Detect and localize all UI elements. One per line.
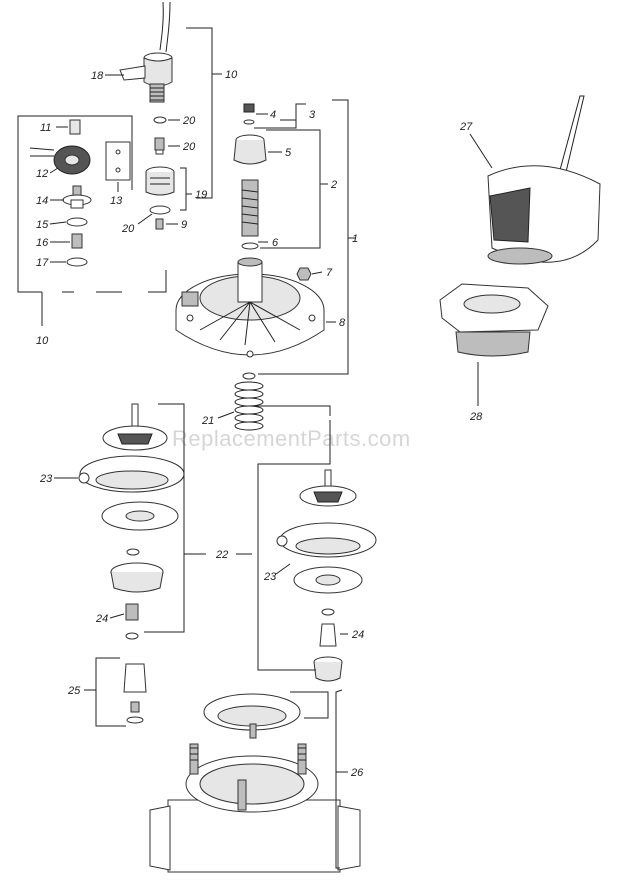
callout-27: 27 bbox=[459, 121, 473, 133]
part-14-plunger-base bbox=[62, 185, 92, 209]
callout-20-c: 20 bbox=[121, 223, 135, 235]
watermark-text: ReplacementParts.com bbox=[172, 426, 411, 451]
callout-8: 8 bbox=[339, 317, 346, 329]
callout-26: 26 bbox=[350, 767, 364, 779]
callout-13: 13 bbox=[110, 195, 123, 207]
callout-23-left: 23 bbox=[39, 473, 53, 485]
part-20-o-ring-lower bbox=[149, 205, 171, 215]
part-11-cap bbox=[69, 119, 81, 135]
callout-5: 5 bbox=[285, 147, 292, 159]
part-26-valve-body bbox=[149, 693, 361, 873]
callout-10-top: 10 bbox=[225, 69, 238, 81]
callout-20-b: 20 bbox=[182, 141, 196, 153]
part-13-bracket bbox=[105, 141, 131, 181]
callout-10-left: 10 bbox=[36, 335, 49, 347]
callout-14: 14 bbox=[36, 195, 48, 207]
part-18-solenoid bbox=[119, 1, 173, 103]
part-28-adapter bbox=[439, 283, 549, 357]
callout-21: 21 bbox=[201, 415, 214, 427]
callout-labels: 1 2 3 4 5 6 7 8 9 10 10 11 12 13 14 15 1… bbox=[36, 69, 483, 779]
part-17-o-ring bbox=[66, 257, 88, 267]
part-7-nut bbox=[296, 267, 312, 281]
callout-19: 19 bbox=[195, 189, 207, 201]
part-5-bonnet-cap bbox=[233, 134, 267, 165]
callout-12: 12 bbox=[36, 168, 48, 180]
part-8-bonnet bbox=[175, 257, 325, 358]
part-6-o-ring bbox=[241, 242, 259, 250]
callout-16: 16 bbox=[36, 237, 49, 249]
callout-11: 11 bbox=[40, 122, 51, 134]
part-16-plunger bbox=[71, 233, 83, 249]
callout-1: 1 bbox=[352, 233, 358, 245]
callout-6: 6 bbox=[272, 237, 279, 249]
part-27-solenoid-module bbox=[487, 95, 601, 265]
callout-9: 9 bbox=[181, 219, 187, 231]
part-9-screw bbox=[155, 218, 164, 230]
callout-25: 25 bbox=[67, 685, 81, 697]
callout-2: 2 bbox=[330, 179, 337, 191]
callout-15: 15 bbox=[36, 219, 49, 231]
callout-3: 3 bbox=[309, 109, 316, 121]
part-20-fitting bbox=[154, 137, 165, 155]
part-15-disc bbox=[66, 217, 88, 227]
callout-17: 17 bbox=[36, 257, 49, 269]
callout-20-a: 20 bbox=[182, 115, 196, 127]
callout-7: 7 bbox=[326, 267, 333, 279]
part-2-stem bbox=[241, 179, 259, 237]
callout-4: 4 bbox=[270, 109, 276, 121]
part-12-coil bbox=[29, 145, 91, 175]
leader-lines bbox=[17, 27, 493, 869]
part-4-knob bbox=[243, 103, 255, 125]
callout-22: 22 bbox=[215, 549, 228, 561]
diaphragm-assembly-right bbox=[276, 469, 377, 682]
callout-28: 28 bbox=[469, 411, 483, 423]
callout-18: 18 bbox=[91, 70, 104, 82]
part-20-o-ring-top bbox=[153, 116, 167, 124]
part-19-adapter bbox=[145, 166, 175, 196]
diaphragm-assembly-left bbox=[78, 403, 185, 640]
callout-24-left: 24 bbox=[95, 613, 108, 625]
part-21-spring bbox=[234, 372, 264, 431]
callout-23-right: 23 bbox=[263, 571, 277, 583]
part-25-insert bbox=[123, 663, 147, 724]
callout-24-right: 24 bbox=[351, 629, 364, 641]
